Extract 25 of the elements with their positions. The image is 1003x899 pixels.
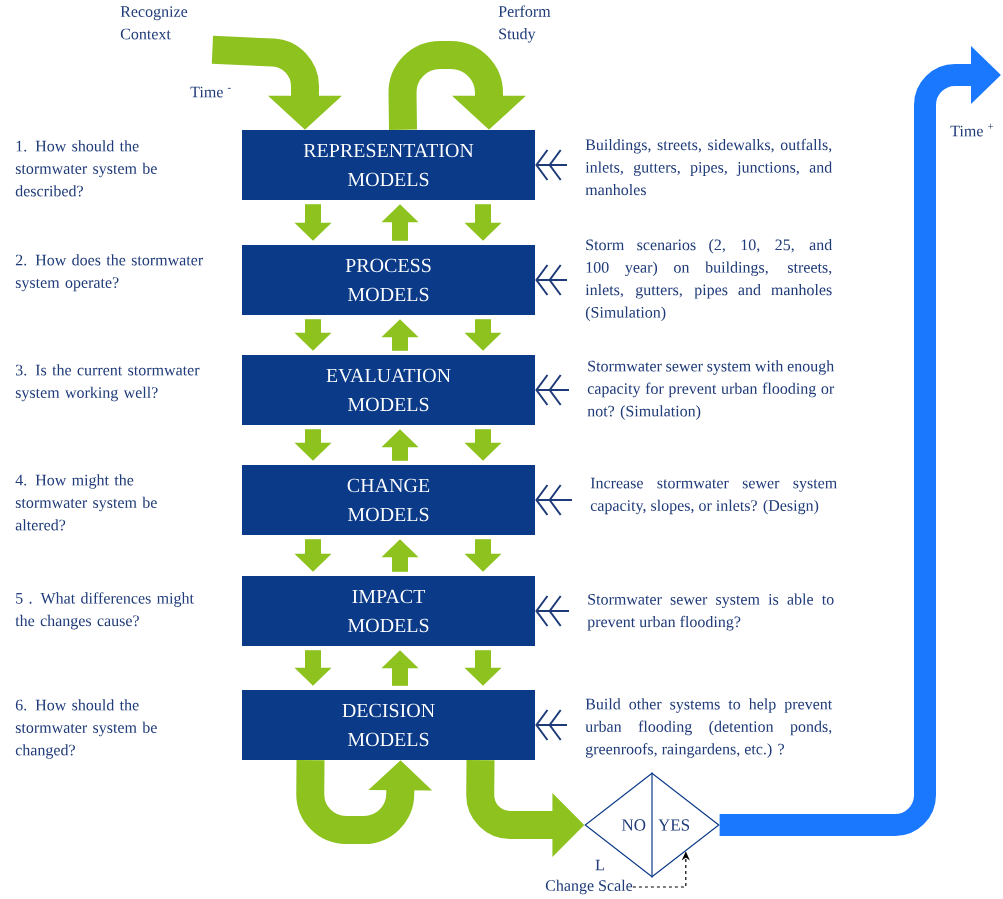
question-text: 2. How does the stormwater system operate?	[15, 254, 203, 292]
description-text: Storm scenarios (2, 10, 25, and 100 year) on buildings, streets, inlets, gutters, pipes and manholes (Simulation)	[585, 239, 833, 321]
model-box: DECISION MODELS	[242, 690, 535, 760]
step-label: Recognize Context	[120, 6, 188, 40]
question-text: 5 . What differences might the changes cause?	[15, 592, 194, 630]
time-label: Time $^{+}$	[950, 123, 994, 137]
question-text: 4. How might the stormwater system be altered?	[15, 474, 157, 531]
description-text: Buildings, streets, sidewalks, outfalls, inlets, gutters, pipes, junctions, and manholes	[585, 138, 833, 196]
step-label: Change Scale	[545, 879, 633, 895]
model-box: CHANGE MODELS	[242, 465, 535, 535]
time-label: Time $^{-}$	[190, 86, 231, 98]
model-box: PROCESS MODELS	[242, 245, 535, 315]
edge-label: Perform Study	[498, 5, 551, 43]
model-box: IMPACT MODELS	[242, 576, 535, 646]
question-text: 3. Is the current stormwater system working well?	[15, 364, 200, 402]
description-text: Increase stormwater sewer system capacity, slopes, or inlets? (Design)	[590, 477, 837, 515]
description-text: Stormwater sewer system with enough capacity for prevent urban flooding or not? (Simulation)	[587, 360, 835, 420]
question-text: 6. How should the stormwater system be changed?	[15, 699, 157, 759]
letter-label: L	[595, 859, 604, 871]
description-text: Build other systems to help prevent urban flooding (detention ponds, greenroofs, raingardens, etc.) ?	[585, 698, 833, 758]
arrow	[388, 41, 526, 130]
model-box: EVALUATION MODELS	[242, 355, 535, 425]
question-text: 1. How should the stormwater system be described?	[15, 140, 157, 197]
model-box: REPRESENTATION MODELS	[242, 130, 535, 200]
description-text: Stormwater sewer system is able to prevent urban flooding?	[587, 593, 834, 631]
